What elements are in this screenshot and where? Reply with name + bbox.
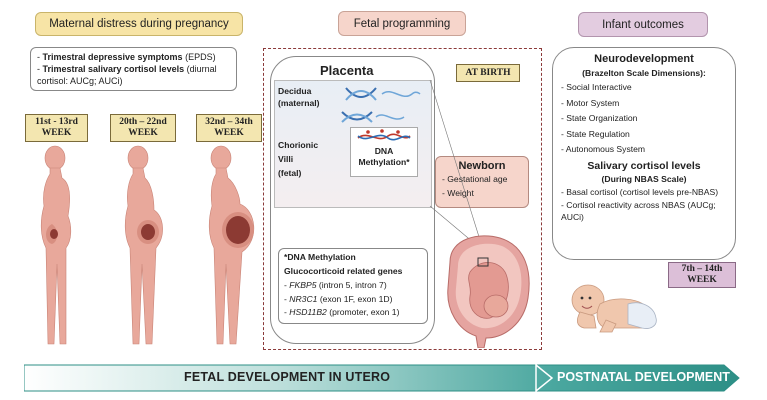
header-maternal-distress: Maternal distress during pregnancy [35,12,243,36]
header-fetal-programming: Fetal programming [338,11,466,36]
list-item: - Social Interactive [561,82,632,92]
newborn-title: Newborn [458,160,506,172]
newborn-item-weight: - Weight [442,187,474,198]
methylated-dna-icon [357,129,411,141]
timeline-label-in-utero: FETAL DEVELOPMENT IN UTERO [184,370,391,384]
newborn-box: Newborn - Gestational age - Weight [435,156,529,208]
decidua-label: Decidua (maternal) [278,86,320,108]
placenta-title: Placenta [320,63,374,78]
maternal-item-depressive: - Trimestral depressive symptoms (EPDS) [37,52,216,62]
list-item: - Autonomous System [561,144,646,154]
pregnant-woman-figure-2 [124,145,163,345]
infant-outcomes-box: Neurodevelopment (Brazelton Scale Dimens… [552,47,736,260]
neurodevelopment-title: Neurodevelopment [594,53,694,65]
list-item: - Cortisol reactivity across NBAS (AUCg;… [561,200,716,222]
header-infant-outcomes: Infant outcomes [578,12,708,37]
cortisol-title: Salivary cortisol levels [587,159,701,172]
chorionic-villi-label: Chorionic Villi (fetal) [278,140,319,178]
dna-helix-icon-1 [345,87,421,101]
gene-row: - HSD11B2 (promoter, exon 1) [284,307,400,317]
neurodevelopment-subtitle: (Brazelton Scale Dimensions): [582,68,706,78]
fetal-programming-frame [263,48,542,350]
list-item: - Motor System [561,97,620,108]
pregnant-woman-figure-3 [208,145,255,345]
gene-row: - FKBP5 (intron 5, intron 7) [284,280,387,290]
maternal-item-cortisol: - Trimestral salivary cortisol levels (d… [37,64,217,86]
methylation-genes-box: *DNA Methylation Glucocorticoid related … [278,248,428,324]
fetus-in-uterus-illustration [447,235,530,348]
maternal-measures-box: - Trimestral depressive symptoms (EPDS) … [30,47,237,91]
methylation-title: *DNA Methylation [284,252,356,262]
list-item: - State Organization [561,113,638,123]
header-infant-text: Infant outcomes [602,18,684,31]
newborn-item-gestational-age: - Gestational age [442,174,508,184]
list-item: - State Regulation [561,128,630,139]
dna-helix-icon-2 [341,111,405,123]
timeline-arrow [24,364,740,392]
neurodevelopment-list: - Social Interactive - Motor System - St… [561,82,727,156]
header-fetal-text: Fetal programming [353,17,451,30]
dna-methylation-label: DNA Methylation* [358,146,410,167]
pregnant-woman-figure-1 [40,145,72,345]
gene-row: - NR3C1 (exon 1F, exon 1D) [284,293,393,304]
list-item: - Basal cortisol (cortisol levels pre-NB… [561,186,719,197]
infant-figure [571,284,657,333]
cortisol-subtitle: (During NBAS Scale) [601,173,687,184]
methylation-subtitle: Glucocorticoid related genes [284,265,403,276]
header-maternal-text: Maternal distress during pregnancy [49,18,229,30]
timeline-label-postnatal: POSTNATAL DEVELOPMENT [557,370,730,384]
at-birth-label: AT BIRTH [456,64,520,82]
